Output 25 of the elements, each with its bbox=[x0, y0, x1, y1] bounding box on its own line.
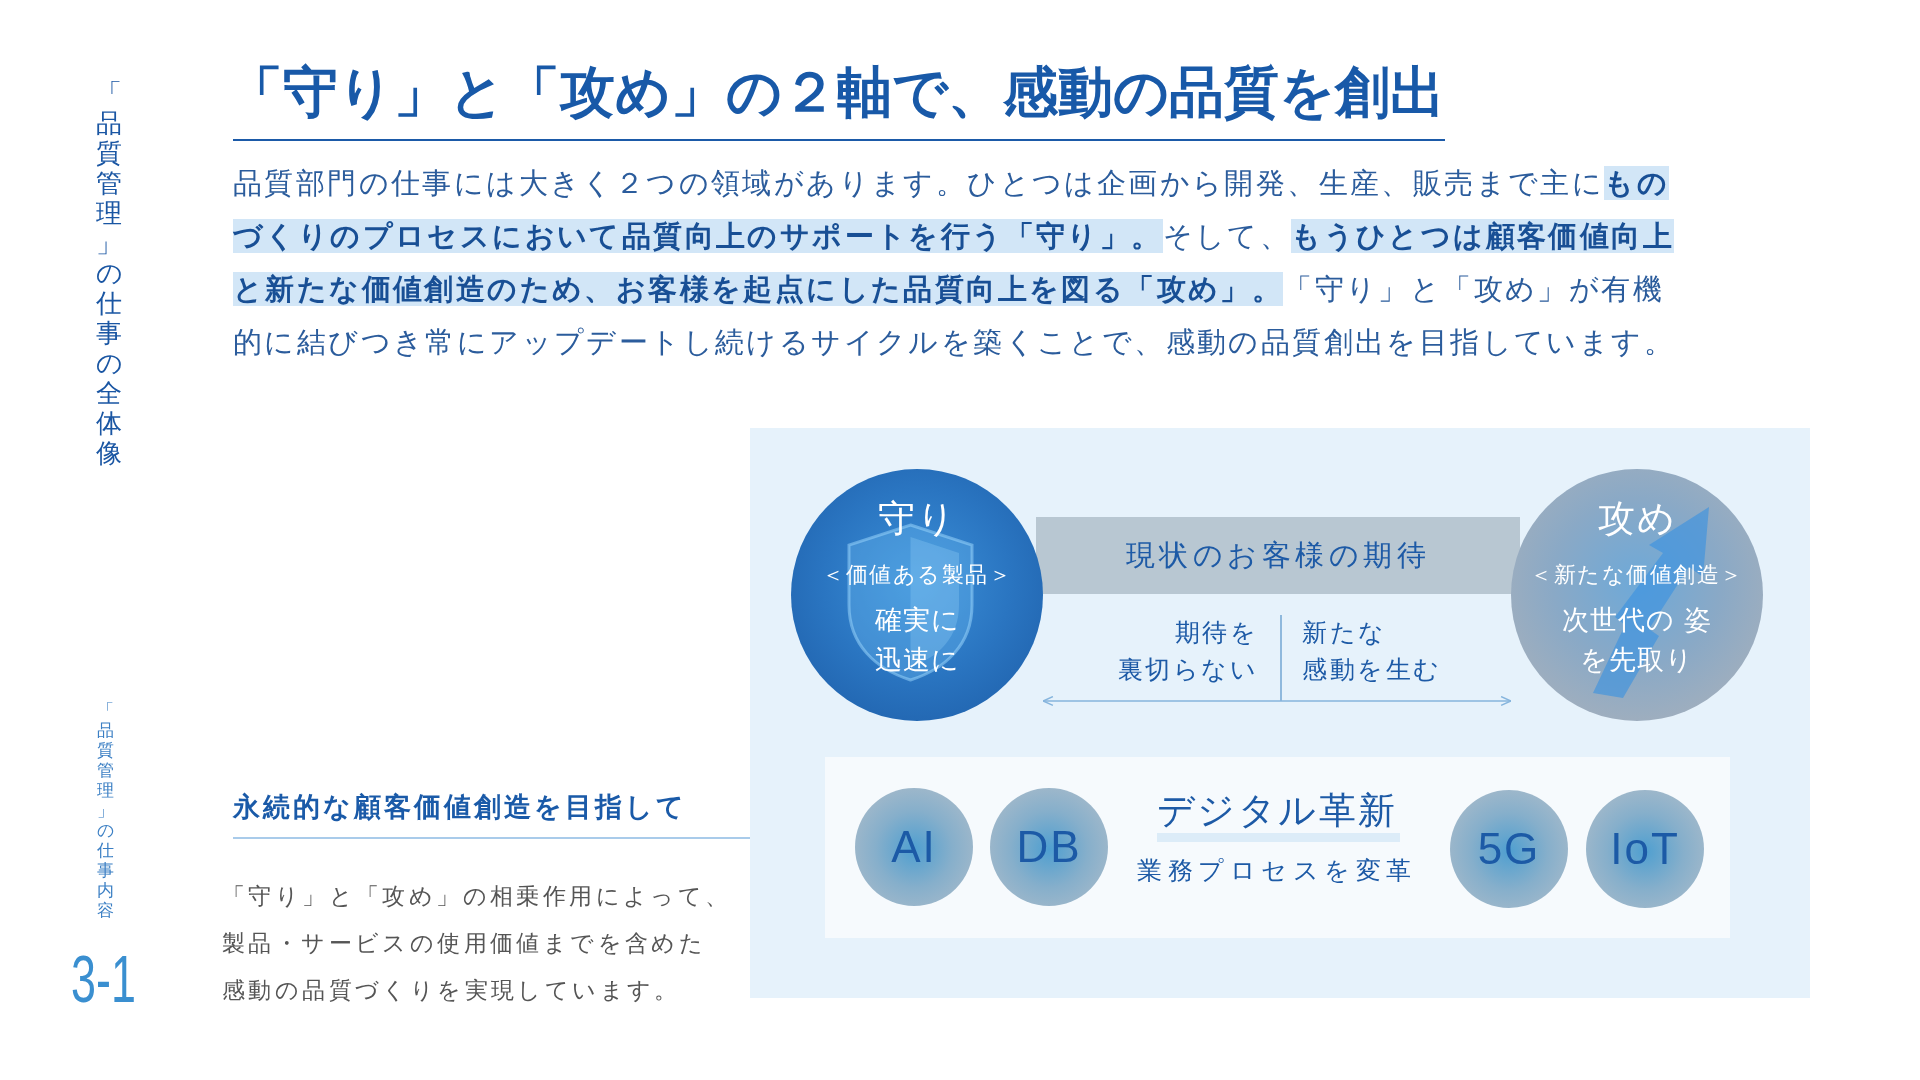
caption-text: 新たな感動を生む bbox=[1302, 617, 1443, 686]
panel-heading: デジタル革新 bbox=[1156, 790, 1398, 832]
vertical-subheading: 「品質管理」の仕事内容 bbox=[95, 700, 115, 920]
circle: 5G bbox=[1450, 790, 1568, 908]
circle: AI bbox=[855, 788, 973, 906]
double-arrow bbox=[1042, 695, 1512, 707]
circle-subtitle: ＜価値ある製品＞ bbox=[822, 561, 1012, 589]
panel bbox=[750, 428, 1810, 998]
title: 「守り」と「攻め」の２軸で、感動の品質を創出 bbox=[228, 59, 1445, 126]
circle: DB bbox=[990, 788, 1108, 906]
banner: 現状のお客様の期待 bbox=[1036, 517, 1520, 594]
circle-text: 次世代の 姿を先取り bbox=[1561, 603, 1713, 677]
intro-paragraph: 品質部門の仕事には大きく２つの領域があります。ひとつは企画から開発、生産、販売まで主にものづくりのプロセスにおいて品質向上のサポートを行う「守り」。そして、もうひとつは顧客価値向上と新たな価値創造のため、お客様を起点にした品質向上を図る「攻め」。「守り」と「攻め」が有機的に結びつき常にアップデートし続けるサイクルを築くことで、感動の品質創出を目指しています。 bbox=[233, 165, 1676, 361]
circle-subtitle: ＜新たな価値創造＞ bbox=[1530, 561, 1744, 589]
caption-text: 期待を裏切らない bbox=[1116, 617, 1258, 686]
circle-text: 確実に迅速に bbox=[874, 603, 960, 677]
page-number: 3-1 bbox=[71, 946, 136, 1012]
circle-title: 守り bbox=[877, 496, 957, 542]
inner-panel bbox=[825, 757, 1730, 938]
panel-subheading: 業務プロセスを変革 bbox=[1137, 855, 1417, 887]
circle-title: 攻め bbox=[1597, 496, 1677, 542]
section-heading: 永続的な顧客価値創造を目指して bbox=[233, 790, 687, 824]
vertical-heading: 「品質管理」の仕事の全体像 bbox=[94, 78, 124, 468]
body-text: 「守り」と「攻め」の相乗作用によって、製品・サービスの使用価値までを含めた感動の品質づくりを実現しています。 bbox=[222, 882, 732, 1005]
circle: IoT bbox=[1586, 790, 1704, 908]
